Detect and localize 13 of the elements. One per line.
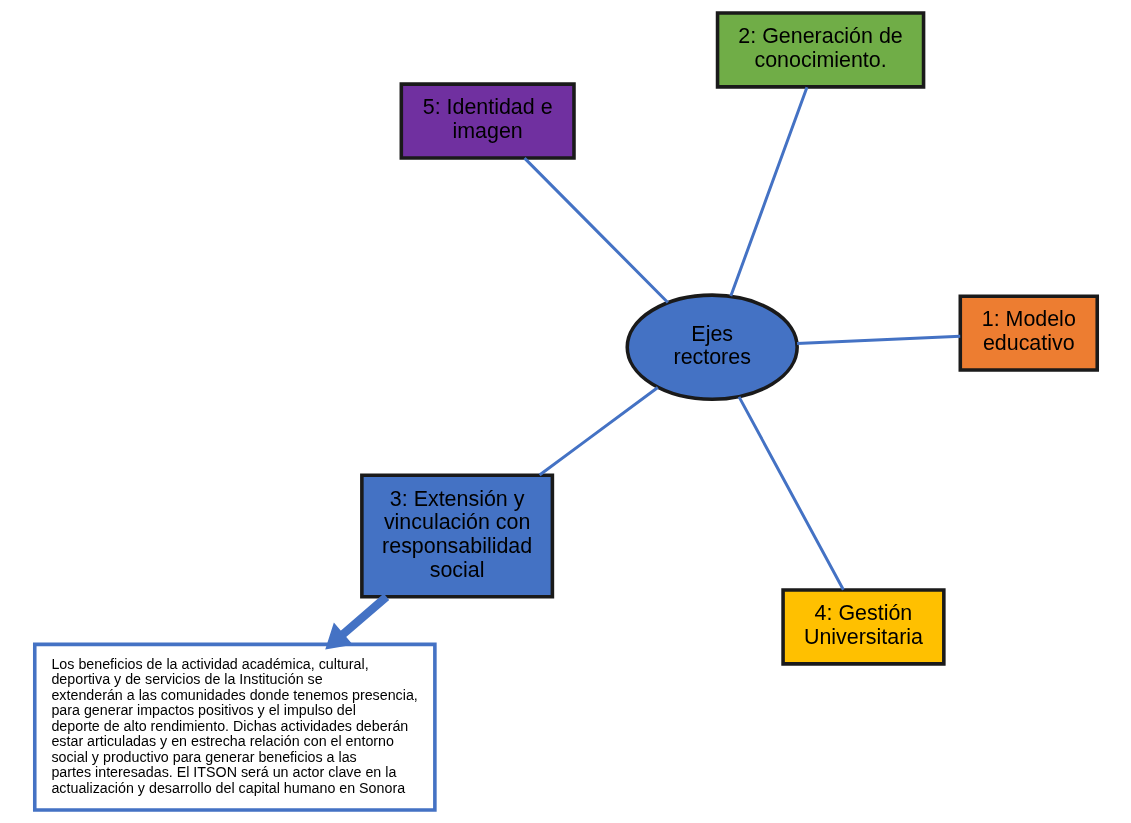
- connector: [538, 386, 659, 477]
- node-box: 2: Generación de conocimiento.: [715, 11, 925, 89]
- node-box: 4: Gestión Universitaria: [780, 588, 946, 666]
- node-box: Los beneficios de la actividad académica, cultural, deportiva y de servicios de la Institución se extenderán a las comunidades donde tenemos presencia, para generar impactos positivos y el impulso del deporte de alto rendimiento. Dichas actividades deberán estar articuladas y en estrecha relación con el entorno social y productivo para generar beneficios a las partes interesadas. El ITSON será un actor clave en la actualización y desarrollo del capital humano en Sonora: [32, 642, 437, 812]
- connector: [796, 334, 960, 345]
- arrow: [324, 593, 389, 650]
- node-box: 5: Identidad e imagen: [399, 82, 576, 160]
- connector: [737, 396, 845, 591]
- node-box: 1: Modelo educativo: [958, 294, 1099, 372]
- node-ellipse: Ejes rectores: [624, 293, 799, 401]
- connector: [522, 157, 669, 304]
- node-box: 3: Extensión y vinculación con responsabilidad social: [359, 473, 554, 599]
- connector: [728, 86, 808, 297]
